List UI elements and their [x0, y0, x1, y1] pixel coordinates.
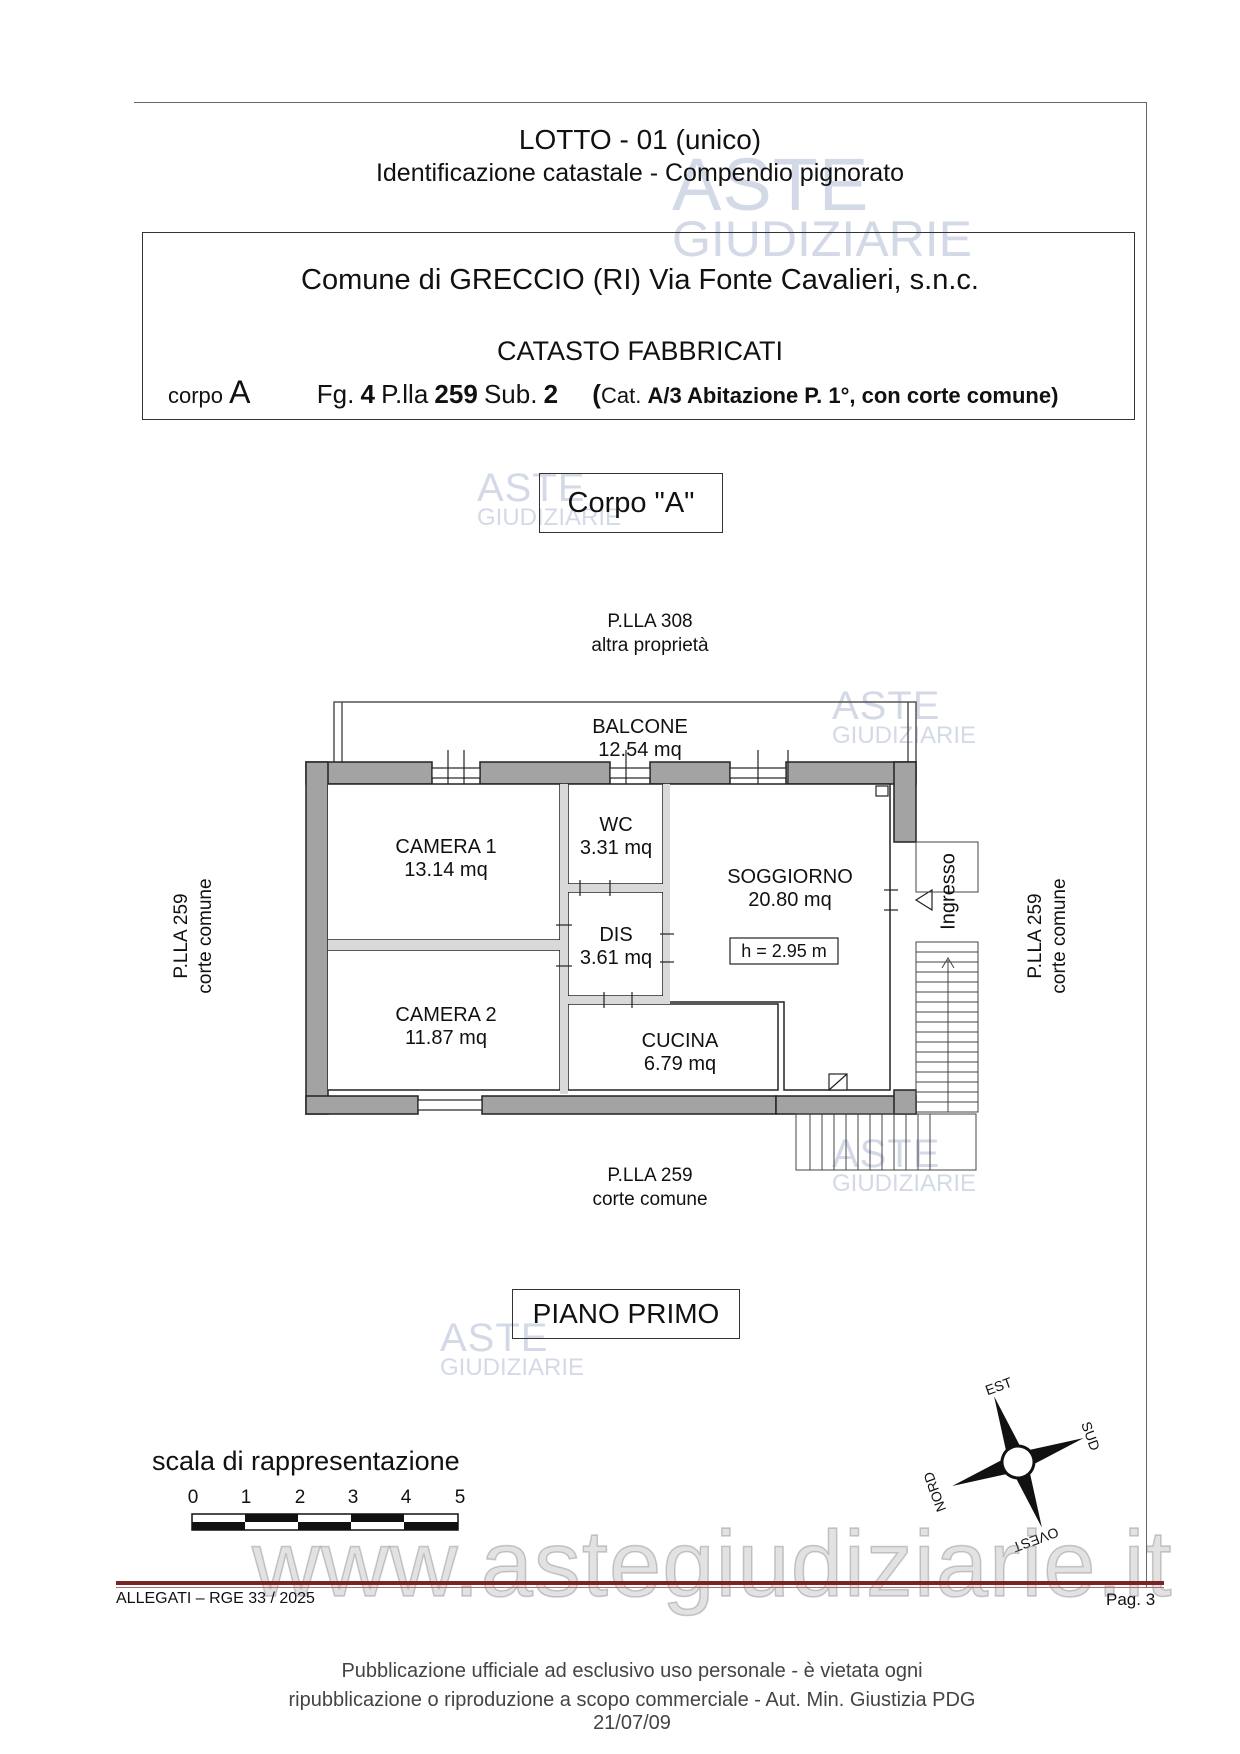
exterior-stair [915, 841, 979, 1113]
scale-tick-label: 1 [240, 1487, 252, 1508]
height-box [729, 937, 839, 965]
scale-tick-label: 4 [400, 1487, 412, 1508]
scale-tick-label: 5 [454, 1487, 466, 1508]
ceiling-height: h = 2.95 m [741, 941, 827, 961]
exterior-walls [305, 761, 917, 1115]
document-subtitle: Identificazione catastale - Compendio pi… [375, 159, 905, 187]
balcony-outline [333, 701, 917, 762]
page-frame-top [134, 102, 1146, 103]
scale-tick-label: 0 [187, 1487, 199, 1508]
scale-tick-label: 2 [294, 1487, 306, 1508]
north-neighbor-note: altra proprietà [591, 635, 709, 656]
footer-reference: ALLEGATI – RGE 33 / 2025 [116, 1590, 315, 1607]
catasto-heading: CATASTO FABBRICATI [496, 336, 784, 366]
page-frame-right [1146, 102, 1147, 1587]
south-neighbor-parcel: P.LLA 259 [607, 1165, 693, 1186]
scale-tick-label: 3 [347, 1487, 359, 1508]
floor-label: PIANO PRIMO [512, 1289, 740, 1339]
interior-walls [328, 783, 891, 1091]
corpo-prefix: corpo [168, 383, 224, 408]
footer-rule [116, 1581, 1164, 1585]
identification-box [142, 232, 1135, 420]
corpo-letter: A [229, 374, 251, 410]
comune-address: Comune di GRECCIO (RI) Via Fonte Cavalie… [301, 264, 979, 296]
entrance-label: Ingresso [937, 853, 960, 930]
entrance-marker [914, 888, 933, 912]
north-neighbor-parcel: P.LLA 308 [607, 611, 693, 632]
sub-label: Sub. [483, 379, 538, 409]
plla-label: P.lla [381, 379, 429, 409]
site-watermark: www.astegiudiziarie.it [251, 1510, 1173, 1617]
south-neighbor-note: corte comune [592, 1189, 708, 1210]
fg-value: 4 [360, 379, 375, 409]
lotto-title: LOTTO - 01 (unico) [518, 124, 762, 155]
cat-label: Cat. [600, 383, 642, 408]
page-number: Pag. 3 [1106, 1590, 1156, 1609]
publication-notice-line2: ripubblicazione o riproduzione a scopo c… [288, 1689, 976, 1734]
watermark-logo: ASTE GIUDIZIARIE [672, 143, 973, 267]
scale-title: scala di rappresentazione [152, 1446, 460, 1476]
scale-bar [191, 1513, 459, 1531]
south-stair [795, 1113, 977, 1171]
cat-detail: A/3 Abitazione P. 1°, con corte comune) [647, 383, 1059, 408]
publication-notice-line1: Pubblicazione ufficiale ad esclusivo uso… [341, 1660, 923, 1682]
paren-open: ( [592, 379, 601, 409]
fg-label: Fg. [316, 379, 355, 409]
corpo-box: Corpo "A" [539, 473, 723, 533]
compass-rose [952, 1396, 1084, 1528]
sub-value: 2 [543, 379, 559, 409]
cadastral-identifiers: corpo A Fg. 4 P.lla 259 Sub. 2 (Cat. A/3… [168, 374, 1058, 411]
footer-rule-thin [116, 1587, 1164, 1588]
plla-value: 259 [434, 379, 478, 409]
